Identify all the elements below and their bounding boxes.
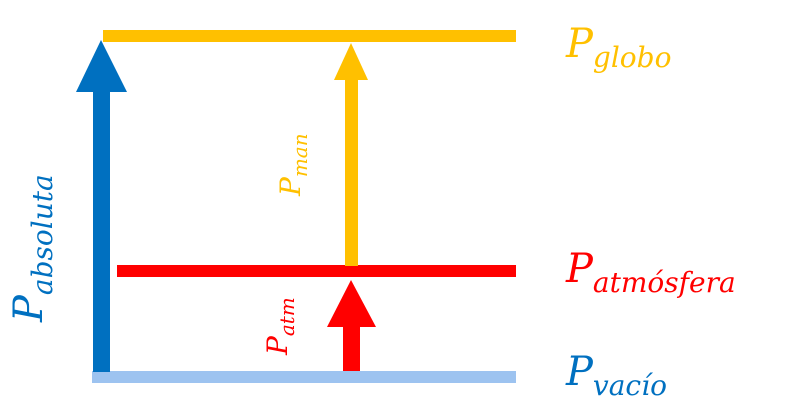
- globo-level-line: [103, 30, 516, 42]
- globo-label: Pglobo: [565, 21, 671, 74]
- vacio-level-line: [92, 371, 516, 383]
- vacio-label: Pvacío: [565, 349, 667, 402]
- man-label: Pman: [274, 133, 312, 197]
- atmosfera-level-line: [117, 265, 516, 277]
- atm-label: Patm: [261, 297, 299, 356]
- absoluta-arrow: [76, 40, 127, 372]
- absoluta-label: Pabsoluta: [6, 174, 59, 323]
- atmosfera-label: Patmósfera: [565, 246, 736, 299]
- man-arrow: [334, 43, 368, 266]
- atm-arrow: [327, 280, 376, 371]
